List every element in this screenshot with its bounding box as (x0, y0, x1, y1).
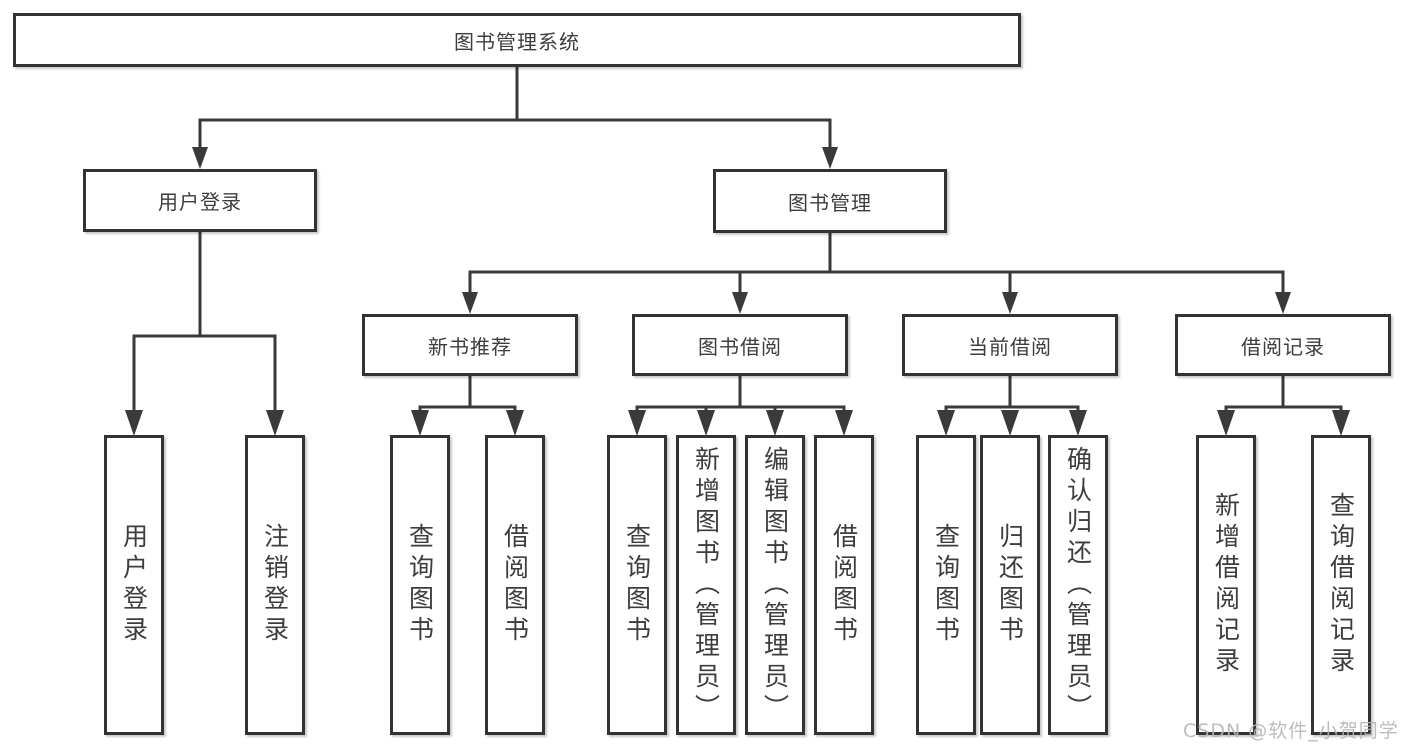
leaf-label: 新增借阅记录 (1211, 492, 1241, 678)
leaf-label: 编辑图书（管理员） (760, 445, 790, 725)
leaf-label: 查询图书 (931, 523, 961, 647)
leaf-label: 查询借阅记录 (1326, 492, 1356, 678)
leaf-label: 用户登录 (119, 523, 149, 647)
leaf-label: 查询图书 (622, 523, 652, 647)
leaf-label: 查询图书 (405, 523, 435, 647)
node-new-book-recommend: 新书推荐 (362, 314, 578, 376)
leaf-label: 确认归还（管理员） (1063, 445, 1093, 725)
leaf-query-books-recommend: 查询图书 (390, 435, 450, 735)
leaf-user-login: 用户登录 (104, 435, 164, 735)
node-borrow-records: 借阅记录 (1175, 314, 1391, 376)
node-user-login: 用户登录 (83, 169, 317, 232)
node-root: 图书管理系统 (13, 13, 1021, 67)
node-book-borrow: 图书借阅 (632, 314, 848, 376)
leaf-logout-login: 注销登录 (245, 435, 305, 735)
leaf-label: 借阅图书 (500, 523, 530, 647)
leaf-label: 注销登录 (260, 523, 290, 647)
node-current-borrow: 当前借阅 (902, 314, 1118, 376)
leaf-confirm-return-admin: 确认归还（管理员） (1048, 435, 1108, 735)
leaf-label: 借阅图书 (829, 523, 859, 647)
leaf-query-books-current: 查询图书 (916, 435, 976, 735)
leaf-add-books-admin: 新增图书（管理员） (676, 435, 736, 735)
leaf-query-borrow-record: 查询借阅记录 (1311, 435, 1371, 735)
leaf-return-books: 归还图书 (980, 435, 1040, 735)
leaf-label: 归还图书 (995, 523, 1025, 647)
leaf-edit-books-admin: 编辑图书（管理员） (745, 435, 805, 735)
leaf-borrow-books-recommend: 借阅图书 (485, 435, 545, 735)
csdn-watermark: CSDN @软件_小贺同学 (1183, 720, 1399, 742)
leaf-query-books-borrow: 查询图书 (607, 435, 667, 735)
leaf-label: 新增图书（管理员） (691, 445, 721, 725)
leaf-add-borrow-record: 新增借阅记录 (1196, 435, 1256, 735)
node-book-management: 图书管理 (713, 169, 947, 233)
leaf-borrow-books-borrow: 借阅图书 (814, 435, 874, 735)
